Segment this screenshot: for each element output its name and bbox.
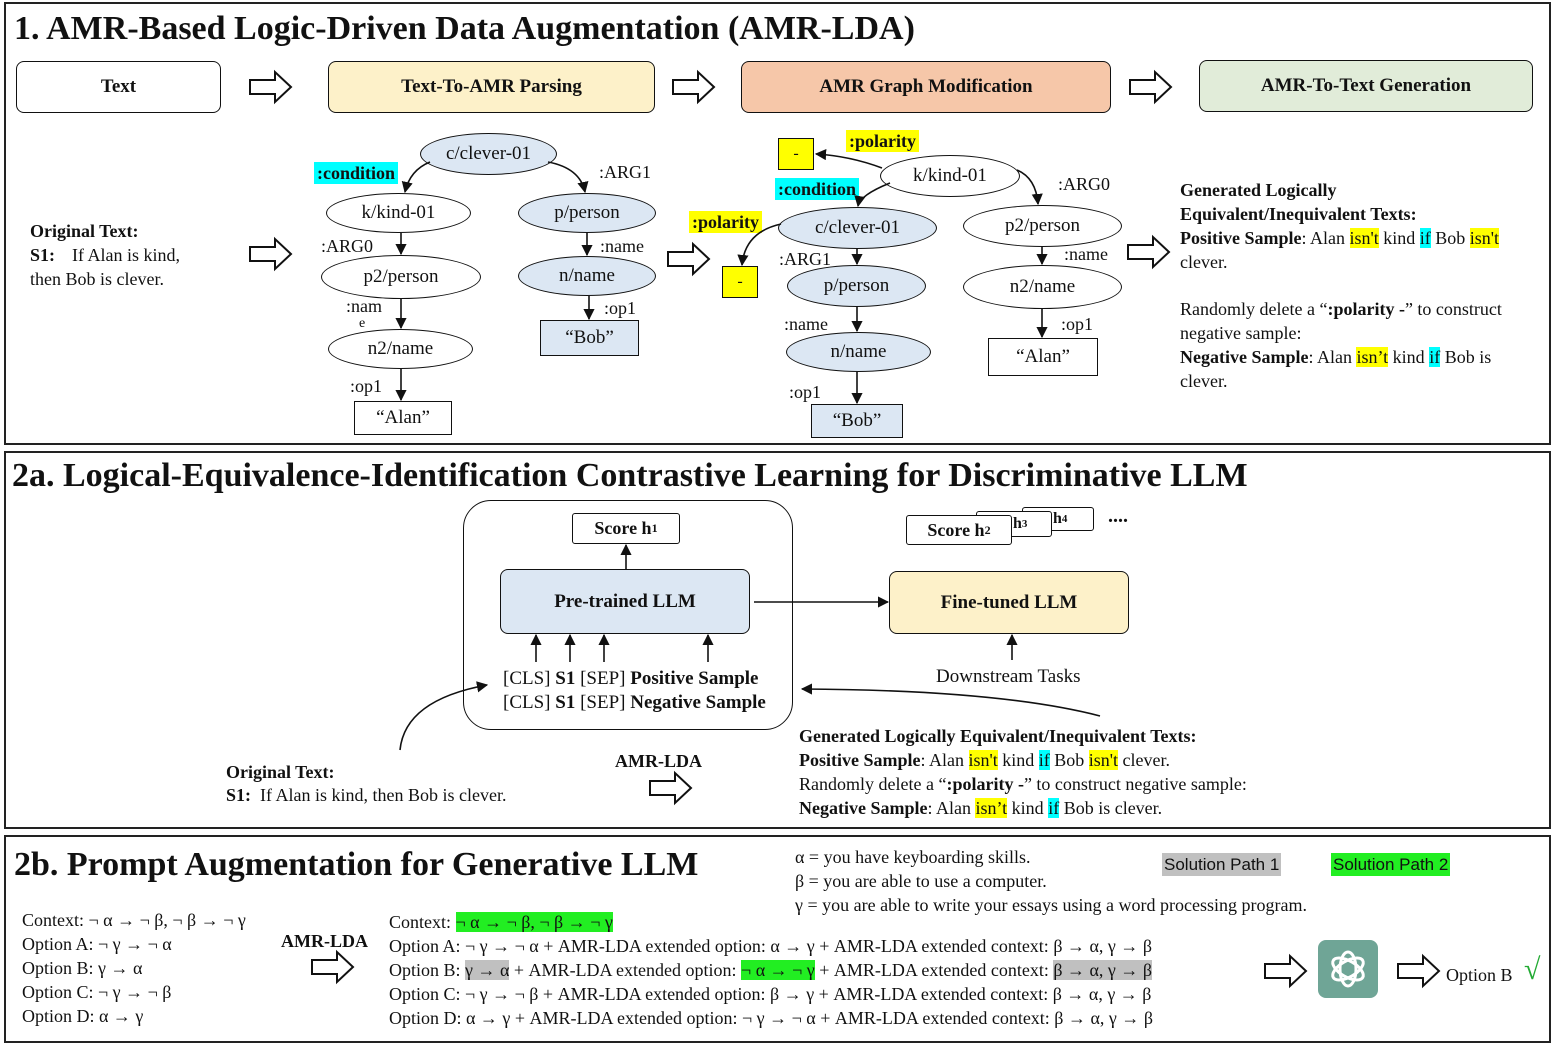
node-n-name-mod: n/name (786, 332, 931, 372)
answer-option-b: Option B (1446, 965, 1513, 985)
input-negative: [CLS] S1 [SEP] Negative Sample (503, 692, 766, 713)
left-option-d: Option D: α → γ (22, 1006, 144, 1026)
downstream-tasks: Downstream Tasks (936, 666, 1081, 687)
stage-amr-to-text: AMR-To-Text Generation (1199, 60, 1533, 112)
edge-op1-2b: :op1 (1061, 314, 1094, 334)
llm-container (463, 500, 793, 730)
p2a-random-delete: Randomly delete a “:polarity -” to const… (799, 774, 1247, 794)
node-p2-person: p2/person (321, 255, 481, 299)
leaf-bob-mod: “Bob” (811, 404, 903, 438)
p2a-original-label: Original Text: (226, 762, 335, 782)
edge-op1-1b: :op1 (350, 376, 383, 396)
tag-condition-2: :condition (775, 178, 860, 200)
p2b-amr-lda: AMR-LDA (281, 931, 368, 951)
tag-condition-1: :condition (314, 162, 399, 184)
edge-arg0-1: :ARG0 (321, 236, 374, 256)
s1-text-line2: then Bob is clever. (30, 269, 164, 289)
node-n-name: n/name (518, 256, 656, 296)
left-option-c: Option C: ¬ γ → ¬ β (22, 982, 172, 1002)
polarity-minus-top: - (778, 138, 814, 170)
node-n2-name: n2/name (328, 329, 473, 369)
p2a-amr-lda: AMR-LDA (615, 751, 702, 771)
p1-positive-sample-cont: clever. (1180, 252, 1228, 272)
panel-contrastive (4, 451, 1551, 829)
edge-op1-1a: :op1 (604, 298, 637, 318)
chatgpt-logo-icon (1318, 940, 1378, 998)
left-option-a: Option A: ¬ γ → ¬ α (22, 934, 172, 954)
leaf-alan-mod: “Alan” (988, 338, 1098, 376)
p1-gen-title2: Equivalent/Inequivalent Texts: (1180, 204, 1417, 224)
p1-negative-sample: Negative Sample: Alan isn’t kind if Bob … (1180, 347, 1492, 367)
p2a-positive-sample: Positive Sample: Alan isn't kind if Bob … (799, 750, 1171, 770)
edge-op1-2a: :op1 (789, 382, 822, 402)
edge-name-2b: :name (1064, 244, 1108, 264)
def-gamma: γ = you are able to write your essays us… (795, 895, 1307, 915)
p1-positive-sample: Positive Sample: Alan isn't kind if Bob … (1180, 228, 1500, 248)
leaf-alan: “Alan” (354, 401, 452, 435)
stage-text: Text (16, 61, 221, 113)
node-k-kind-01-mod: k/kind-01 (880, 155, 1020, 197)
edge-name-1b: e (359, 316, 366, 331)
node-k-kind-01: k/kind-01 (326, 193, 471, 233)
panel-amr-lda (4, 2, 1551, 445)
score-dots: .... (1108, 505, 1128, 527)
node-p-person: p/person (518, 193, 656, 233)
p1-gen-title1: Generated Logically (1180, 180, 1337, 200)
aug-option-c: Option C: ¬ γ → ¬ β + AMR-LDA extended o… (389, 984, 1152, 1004)
def-alpha: α = you have keyboarding skills. (795, 847, 1031, 867)
tag-polarity-mid: :polarity (689, 211, 762, 233)
p2a-gen-title: Generated Logically Equivalent/Inequival… (799, 726, 1197, 746)
polarity-minus-mid: - (722, 266, 758, 298)
p1-random-delete-2: negative sample: (1180, 323, 1302, 343)
panel-prompt-augmentation (4, 835, 1551, 1043)
node-p-person-mod: p/person (787, 265, 926, 307)
legend-solution-path-2: Solution Path 2 (1331, 853, 1451, 876)
panel2a-title: 2a. Logical-Equivalence-Identification C… (12, 457, 1248, 494)
edge-name-1a: :nam (346, 296, 382, 316)
panel2b-title: 2b. Prompt Augmentation for Generative L… (14, 846, 699, 883)
legend-solution-path-1: Solution Path 1 (1162, 853, 1282, 876)
def-beta: β = you are able to use a computer. (795, 871, 1047, 891)
node-c-clever-01: c/clever-01 (420, 133, 557, 175)
tag-polarity-top: :polarity (846, 130, 919, 152)
stage-amr-graph-modification: AMR Graph Modification (741, 61, 1111, 113)
input-positive: [CLS] S1 [SEP] Positive Sample (503, 668, 759, 689)
stage-text-to-amr: Text-To-AMR Parsing (328, 61, 655, 113)
s1-label: S1: (30, 245, 56, 265)
s1-text-line1: If Alan is kind, (72, 245, 180, 265)
aug-option-d: Option D: α → γ + AMR-LDA extended optio… (389, 1008, 1154, 1028)
leaf-bob: “Bob” (540, 320, 639, 356)
edge-arg1-1: :ARG1 (599, 162, 652, 182)
node-n2-name-mod: n2/name (963, 265, 1122, 309)
p2a-negative-sample: Negative Sample: Alan isn’t kind if Bob … (799, 798, 1163, 818)
check-mark-icon: √ (1524, 953, 1541, 986)
aug-option-b: Option B: γ → α + AMR-LDA extended optio… (389, 960, 1153, 980)
left-option-b: Option B: γ → α (22, 958, 143, 978)
panel1-title: 1. AMR-Based Logic-Driven Data Augmentat… (14, 10, 915, 47)
edge-name-1c: :name (600, 236, 644, 256)
p2a-s1: S1: If Alan is kind, then Bob is clever. (226, 785, 507, 805)
left-context: Context: ¬ α → ¬ β, ¬ β → ¬ γ (22, 910, 246, 930)
original-text-label: Original Text: (30, 221, 139, 241)
node-p2-person-mod: p2/person (963, 205, 1122, 247)
p1-negative-sample-cont: clever. (1180, 371, 1228, 391)
edge-arg1-2: :ARG1 (779, 249, 832, 269)
aug-option-a: Option A: ¬ γ → ¬ α + AMR-LDA extended o… (389, 936, 1153, 956)
node-c-clever-01-mod: c/clever-01 (778, 207, 937, 249)
pretrained-llm: Pre-trained LLM (500, 569, 750, 634)
edge-name-2a: :name (784, 314, 828, 334)
finetuned-llm: Fine-tuned LLM (889, 571, 1129, 634)
p1-random-delete-1: Randomly delete a “:polarity -” to const… (1180, 299, 1502, 319)
aug-context: Context: ¬ α → ¬ β, ¬ β → ¬ γ (389, 912, 613, 932)
edge-arg0-2: :ARG0 (1058, 174, 1111, 194)
